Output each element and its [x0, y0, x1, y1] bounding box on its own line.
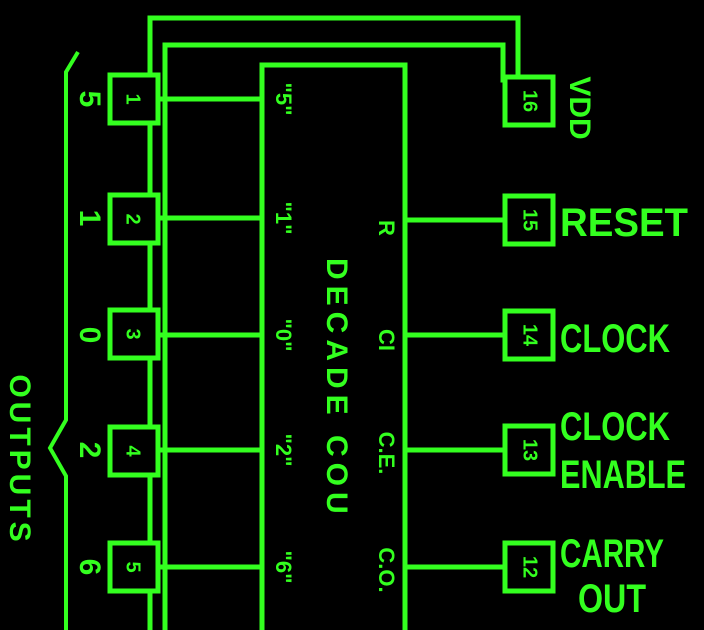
svg-text:12: 12 — [519, 556, 541, 578]
right-pin-13: 13 — [402, 423, 556, 477]
inner-input-reset: R — [374, 220, 399, 236]
inner-input-carry-out: C.O. — [374, 547, 399, 592]
label-reset: RESET — [560, 201, 688, 245]
output-label-2: 2 — [73, 442, 106, 459]
chip-title: DECADE COU — [320, 258, 353, 520]
svg-text:13: 13 — [519, 439, 541, 461]
label-carry-out-2: OUT — [578, 577, 646, 621]
left-pin-4: 4 — [107, 424, 265, 478]
svg-text:14: 14 — [519, 324, 541, 347]
svg-text:3: 3 — [122, 328, 144, 339]
left-pin-1: 1 — [107, 72, 265, 126]
svg-text:1: 1 — [122, 93, 144, 104]
svg-text:2: 2 — [122, 213, 144, 224]
inner-input-clock: CI — [374, 329, 399, 351]
inner-output-5: "5" — [271, 82, 296, 115]
left-pin-2: 2 — [107, 192, 265, 246]
svg-text:16: 16 — [519, 90, 541, 112]
left-pin-3: 3 — [107, 307, 265, 361]
label-clock: CLOCK — [560, 317, 670, 361]
right-pin-15: 15 — [402, 193, 556, 247]
output-label-5: 5 — [73, 91, 106, 108]
svg-text:15: 15 — [519, 209, 541, 231]
inner-output-1: "1" — [271, 201, 296, 234]
right-pin-14: 14 — [402, 308, 556, 362]
output-label-6: 6 — [73, 559, 106, 576]
inner-output-2: "2" — [271, 433, 296, 466]
power-label-vdd: VDD — [563, 76, 596, 139]
outputs-brace — [47, 50, 80, 630]
right-pin-16: 16 — [502, 74, 556, 128]
label-clock-enable-2: ENABLE — [560, 453, 686, 497]
label-clock-enable-1: CLOCK — [560, 405, 670, 449]
label-carry-out-1: CARRY — [560, 532, 664, 576]
svg-text:5: 5 — [122, 561, 144, 572]
inner-output-0: "0" — [271, 318, 296, 351]
output-label-1: 1 — [73, 210, 106, 227]
right-pin-12: 12 — [402, 540, 556, 594]
outputs-side-label: OUTPUTS — [3, 374, 36, 545]
inner-output-6: "6" — [271, 550, 296, 583]
chip-inner-block — [259, 62, 408, 630]
svg-text:4: 4 — [122, 445, 144, 457]
output-label-0: 0 — [73, 327, 106, 344]
inner-input-clock-enable: C.E. — [374, 432, 399, 475]
left-pin-5: 5 — [107, 540, 265, 594]
